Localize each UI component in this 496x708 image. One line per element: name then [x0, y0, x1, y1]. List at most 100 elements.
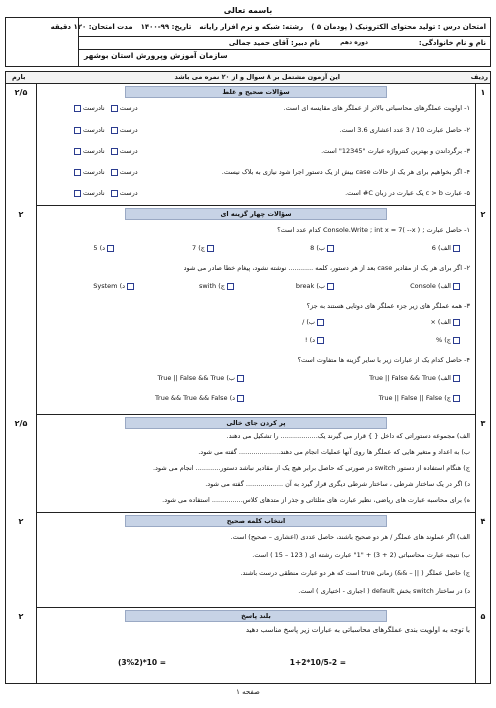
false-checkbox[interactable]	[74, 147, 81, 155]
option-label: ج) swith	[199, 282, 225, 290]
option-label: ج) 7	[192, 244, 205, 252]
questions-table: ۱ ۲/۵ سؤالات صحیح و غلط ۱- اولویت عملگره…	[5, 84, 491, 684]
true-checkbox[interactable]	[110, 189, 118, 197]
organization-name: سازمان آموزش وپرورش استان بوشهر	[84, 51, 228, 60]
section-number: ۲	[480, 210, 486, 219]
section-number: ۴	[480, 517, 486, 526]
section-number: ۳	[480, 419, 486, 428]
mc2-option-b[interactable]: ب) break	[296, 282, 336, 290]
section-long-answer: ۵ ۲ بلند پاسخ با توجه به اولویت بندی عمل…	[19, 607, 485, 685]
mc2-option-a[interactable]: الف) Console	[410, 282, 462, 290]
false-label: نادرست	[83, 168, 105, 176]
mc4-option-d[interactable]: د) True && True && False	[155, 394, 246, 402]
questions-header-row: ردیف این آزمون مشتمل بر ۸ سوال و از ۲۰ ن…	[5, 71, 491, 84]
fill-blank-c: ج) هنگام استفاده از دستور switch در صورت…	[152, 464, 470, 472]
tf-question-5: ۵- عبارت c > b یک عبارت در زبان C# است.	[345, 189, 470, 197]
option-label: الف) Console	[410, 282, 451, 290]
section-title: انتخاب کلمه صحیح	[125, 515, 387, 527]
option-checkbox[interactable]	[453, 244, 460, 252]
header-blank-box	[6, 18, 79, 66]
mc1-option-d[interactable]: د) 5	[93, 244, 116, 252]
false-label: نادرست	[83, 147, 105, 155]
option-label: ب) /	[302, 318, 315, 326]
section-choose-word: ۴ ۲ انتخاب کلمه صحیح الف) اگر عملوند های…	[19, 512, 485, 608]
section-true-false: ۱ ۲/۵ سؤالات صحیح و غلط ۱- اولویت عملگره…	[15, 84, 485, 205]
mc1-option-a[interactable]: الف) 6	[432, 244, 462, 252]
mc3-option-d[interactable]: د) !	[305, 336, 326, 344]
tf-options-2: درست نادرست	[72, 126, 138, 134]
page-footer: صفحه ۱	[236, 688, 260, 696]
tf-options-5: درست نادرست	[72, 189, 138, 197]
section-title: سؤالات صحیح و غلط	[125, 86, 387, 98]
option-checkbox[interactable]	[107, 244, 114, 252]
true-checkbox[interactable]	[110, 168, 118, 176]
option-checkbox[interactable]	[237, 374, 244, 382]
mc4-option-c[interactable]: ج) True || False || False	[379, 394, 462, 402]
mc3-option-c[interactable]: ج) %	[436, 336, 462, 344]
false-checkbox[interactable]	[74, 104, 81, 112]
choose-word-b: ب) نتیجه عبارت محاسباتی (2 + 3) + "1" عب…	[252, 551, 470, 559]
false-checkbox[interactable]	[74, 189, 81, 197]
fill-blank-d: د) اگر در یک ساختار شرطی ، ساختار شرطی د…	[205, 480, 470, 488]
option-checkbox[interactable]	[317, 318, 324, 326]
option-checkbox[interactable]	[453, 394, 460, 402]
section-number: ۱	[480, 88, 486, 97]
option-checkbox[interactable]	[237, 394, 244, 402]
score-column	[6, 84, 37, 683]
option-checkbox[interactable]	[327, 282, 334, 290]
option-label: ب) break	[295, 282, 325, 290]
mc4-option-b[interactable]: ب) True || False && True	[158, 374, 246, 382]
option-checkbox[interactable]	[453, 318, 460, 326]
section-fill-blank: ۳ ۲/۵ پر کردن جای خالی الف) مجموعه دستور…	[15, 414, 485, 513]
section-title: بلند پاسخ	[125, 610, 387, 622]
false-label: نادرست	[83, 104, 105, 112]
false-label: نادرست	[83, 126, 105, 134]
mc4-option-a[interactable]: الف) True || False && True	[369, 374, 462, 382]
option-label: ب) True || False && True	[157, 374, 235, 382]
option-checkbox[interactable]	[453, 282, 460, 290]
exam-note: این آزمون مشتمل بر ۸ سوال و از ۲۰ نمره م…	[174, 73, 340, 81]
section-score: ۲	[18, 210, 24, 219]
mc2-option-c[interactable]: ج) swith	[199, 282, 236, 290]
mc-question-1-text: ۱- حاصل عبارت ; ( x-- )Console.Write ; i…	[277, 226, 470, 234]
section-title: پر کردن جای خالی	[125, 417, 387, 429]
score-label: بارم	[12, 73, 26, 81]
mc3-option-a[interactable]: الف) ×	[430, 318, 462, 326]
option-checkbox[interactable]	[207, 244, 214, 252]
mc3-option-b[interactable]: ب) /	[302, 318, 326, 326]
option-checkbox[interactable]	[127, 282, 134, 290]
option-checkbox[interactable]	[327, 244, 334, 252]
section-score: ۲	[18, 612, 24, 621]
period-label: دوره دهم	[340, 39, 368, 46]
section-score: ۲/۵	[14, 88, 28, 97]
option-checkbox[interactable]	[227, 282, 234, 290]
row-number-column	[475, 84, 490, 683]
false-checkbox[interactable]	[74, 168, 81, 176]
option-label: د) True && True && False	[155, 394, 235, 402]
option-label: ب) 8	[310, 244, 325, 252]
option-label: ج) %	[436, 336, 451, 344]
true-label: درست	[119, 104, 138, 112]
mc1-option-b[interactable]: ب) 8	[310, 244, 336, 252]
header-row-2: نام و نام خانوادگی: دوره دهم نام دبیر: آ…	[78, 36, 490, 50]
option-checkbox[interactable]	[453, 336, 460, 344]
teacher-name: نام دبیر: آقای حمید جمالی	[228, 38, 320, 47]
option-checkbox[interactable]	[317, 336, 324, 344]
false-checkbox[interactable]	[74, 126, 81, 134]
option-checkbox[interactable]	[453, 374, 460, 382]
option-label: د) System	[93, 282, 125, 290]
true-checkbox[interactable]	[110, 126, 118, 134]
false-label: نادرست	[83, 189, 105, 197]
mc1-option-c[interactable]: ج) 7	[192, 244, 216, 252]
true-checkbox[interactable]	[110, 104, 118, 112]
mc2-option-d[interactable]: د) System	[93, 282, 136, 290]
true-checkbox[interactable]	[110, 147, 118, 155]
true-label: درست	[119, 168, 138, 176]
option-label: الف) 6	[431, 244, 451, 252]
row-label: ردیف	[470, 73, 488, 81]
section-number: ۵	[480, 612, 486, 621]
field-label: رشته: شبکه و نرم افزار رایانه	[199, 23, 304, 31]
tf-options-1: درست نادرست	[72, 104, 138, 112]
mc-question-4: ۴- حاصل کدام یک از عبارات زیر با سایر گز…	[297, 356, 470, 364]
course-title: امتحان درس : تولید محتوای الکترونیک ( پو…	[311, 23, 486, 31]
